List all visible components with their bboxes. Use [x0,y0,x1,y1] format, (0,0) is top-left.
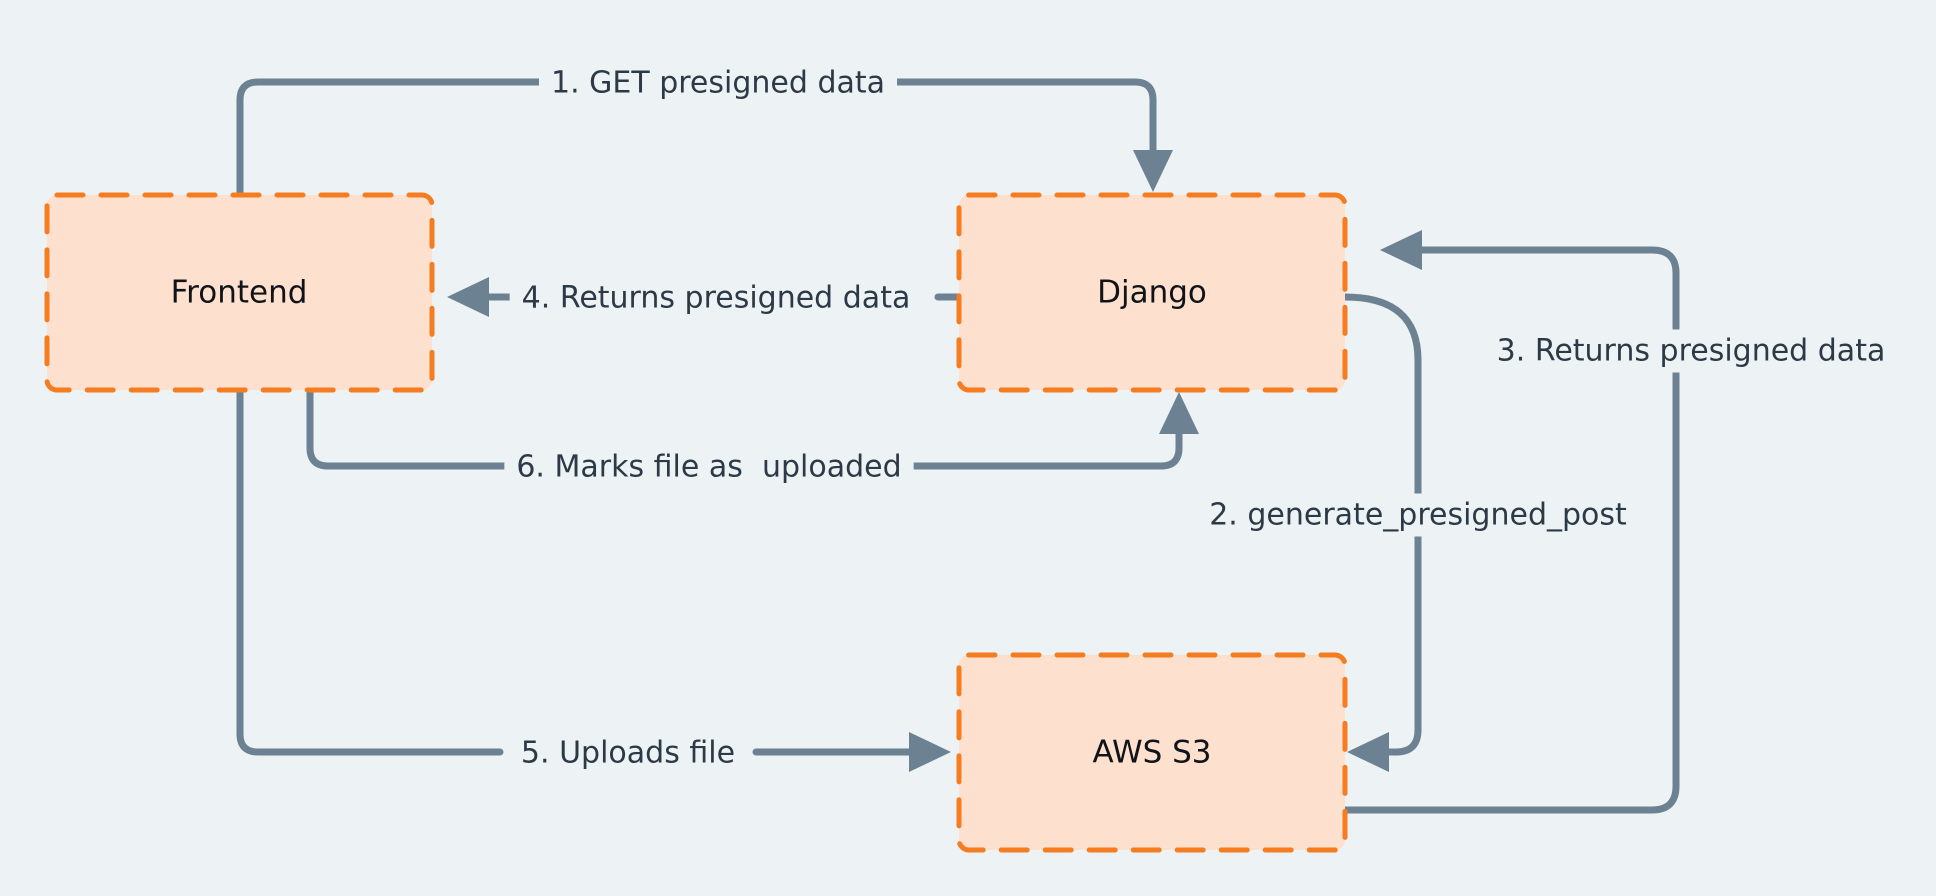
edge-5-uploads-file: 5. Uploads file [236,386,951,775]
edge-1-arrowhead [1133,150,1173,192]
edge-4-returns-presigned-data: 4. Returns presigned data [447,276,963,320]
edge-1-get-presigned-data: 1. GET presigned data [236,61,1173,199]
node-aws-s3-box[interactable] [956,652,1348,853]
node-frontend-label: Frontend [171,275,308,311]
edge-2-arrowhead [1347,732,1389,772]
edge-2-path [1341,293,1422,756]
edge-6-label: 6. Marks file as uploaded [516,450,901,485]
edge-5-label-bg [508,731,748,775]
edge-3-returns-presigned-data: 3. Returns presigned data [1341,230,1898,814]
node-frontend[interactable]: Frontend [44,192,435,393]
edge-1-path [236,78,1157,199]
edge-5-arrowhead [909,732,951,772]
edge-3-path [1341,246,1680,814]
node-frontend-box[interactable] [44,192,435,393]
edge-5-path [236,386,919,756]
edge-3-label: 3. Returns presigned data [1497,334,1886,369]
edge-6-path [306,386,1183,470]
edge-3-arrowhead [1380,230,1422,270]
edge-4-label: 4. Returns presigned data [522,281,911,316]
edge-4-label-bg [509,276,923,320]
edge-6-label-bg [504,445,914,489]
node-aws-s3-label: AWS S3 [1092,735,1211,771]
node-django-label: Django [1097,275,1207,311]
edge-1-label-bg [538,61,898,105]
edge-3-label-bg [1484,329,1898,373]
edge-4-arrowhead [447,277,489,317]
edge-5-label: 5. Uploads file [521,736,735,771]
edge-6-arrowhead [1159,392,1199,434]
node-django[interactable]: Django [956,192,1348,393]
node-aws-s3[interactable]: AWS S3 [956,652,1348,853]
edge-6-marks-file-as-uploaded: 6. Marks file as uploaded [306,386,1199,489]
edge-2-label: 2. generate_presigned_post [1209,498,1627,533]
node-django-box[interactable] [956,192,1348,393]
edge-1-label: 1. GET presigned data [551,66,885,101]
edge-2-generate-presigned-post: 2. generate_presigned_post [1197,293,1640,772]
edge-2-label-bg [1197,493,1640,537]
